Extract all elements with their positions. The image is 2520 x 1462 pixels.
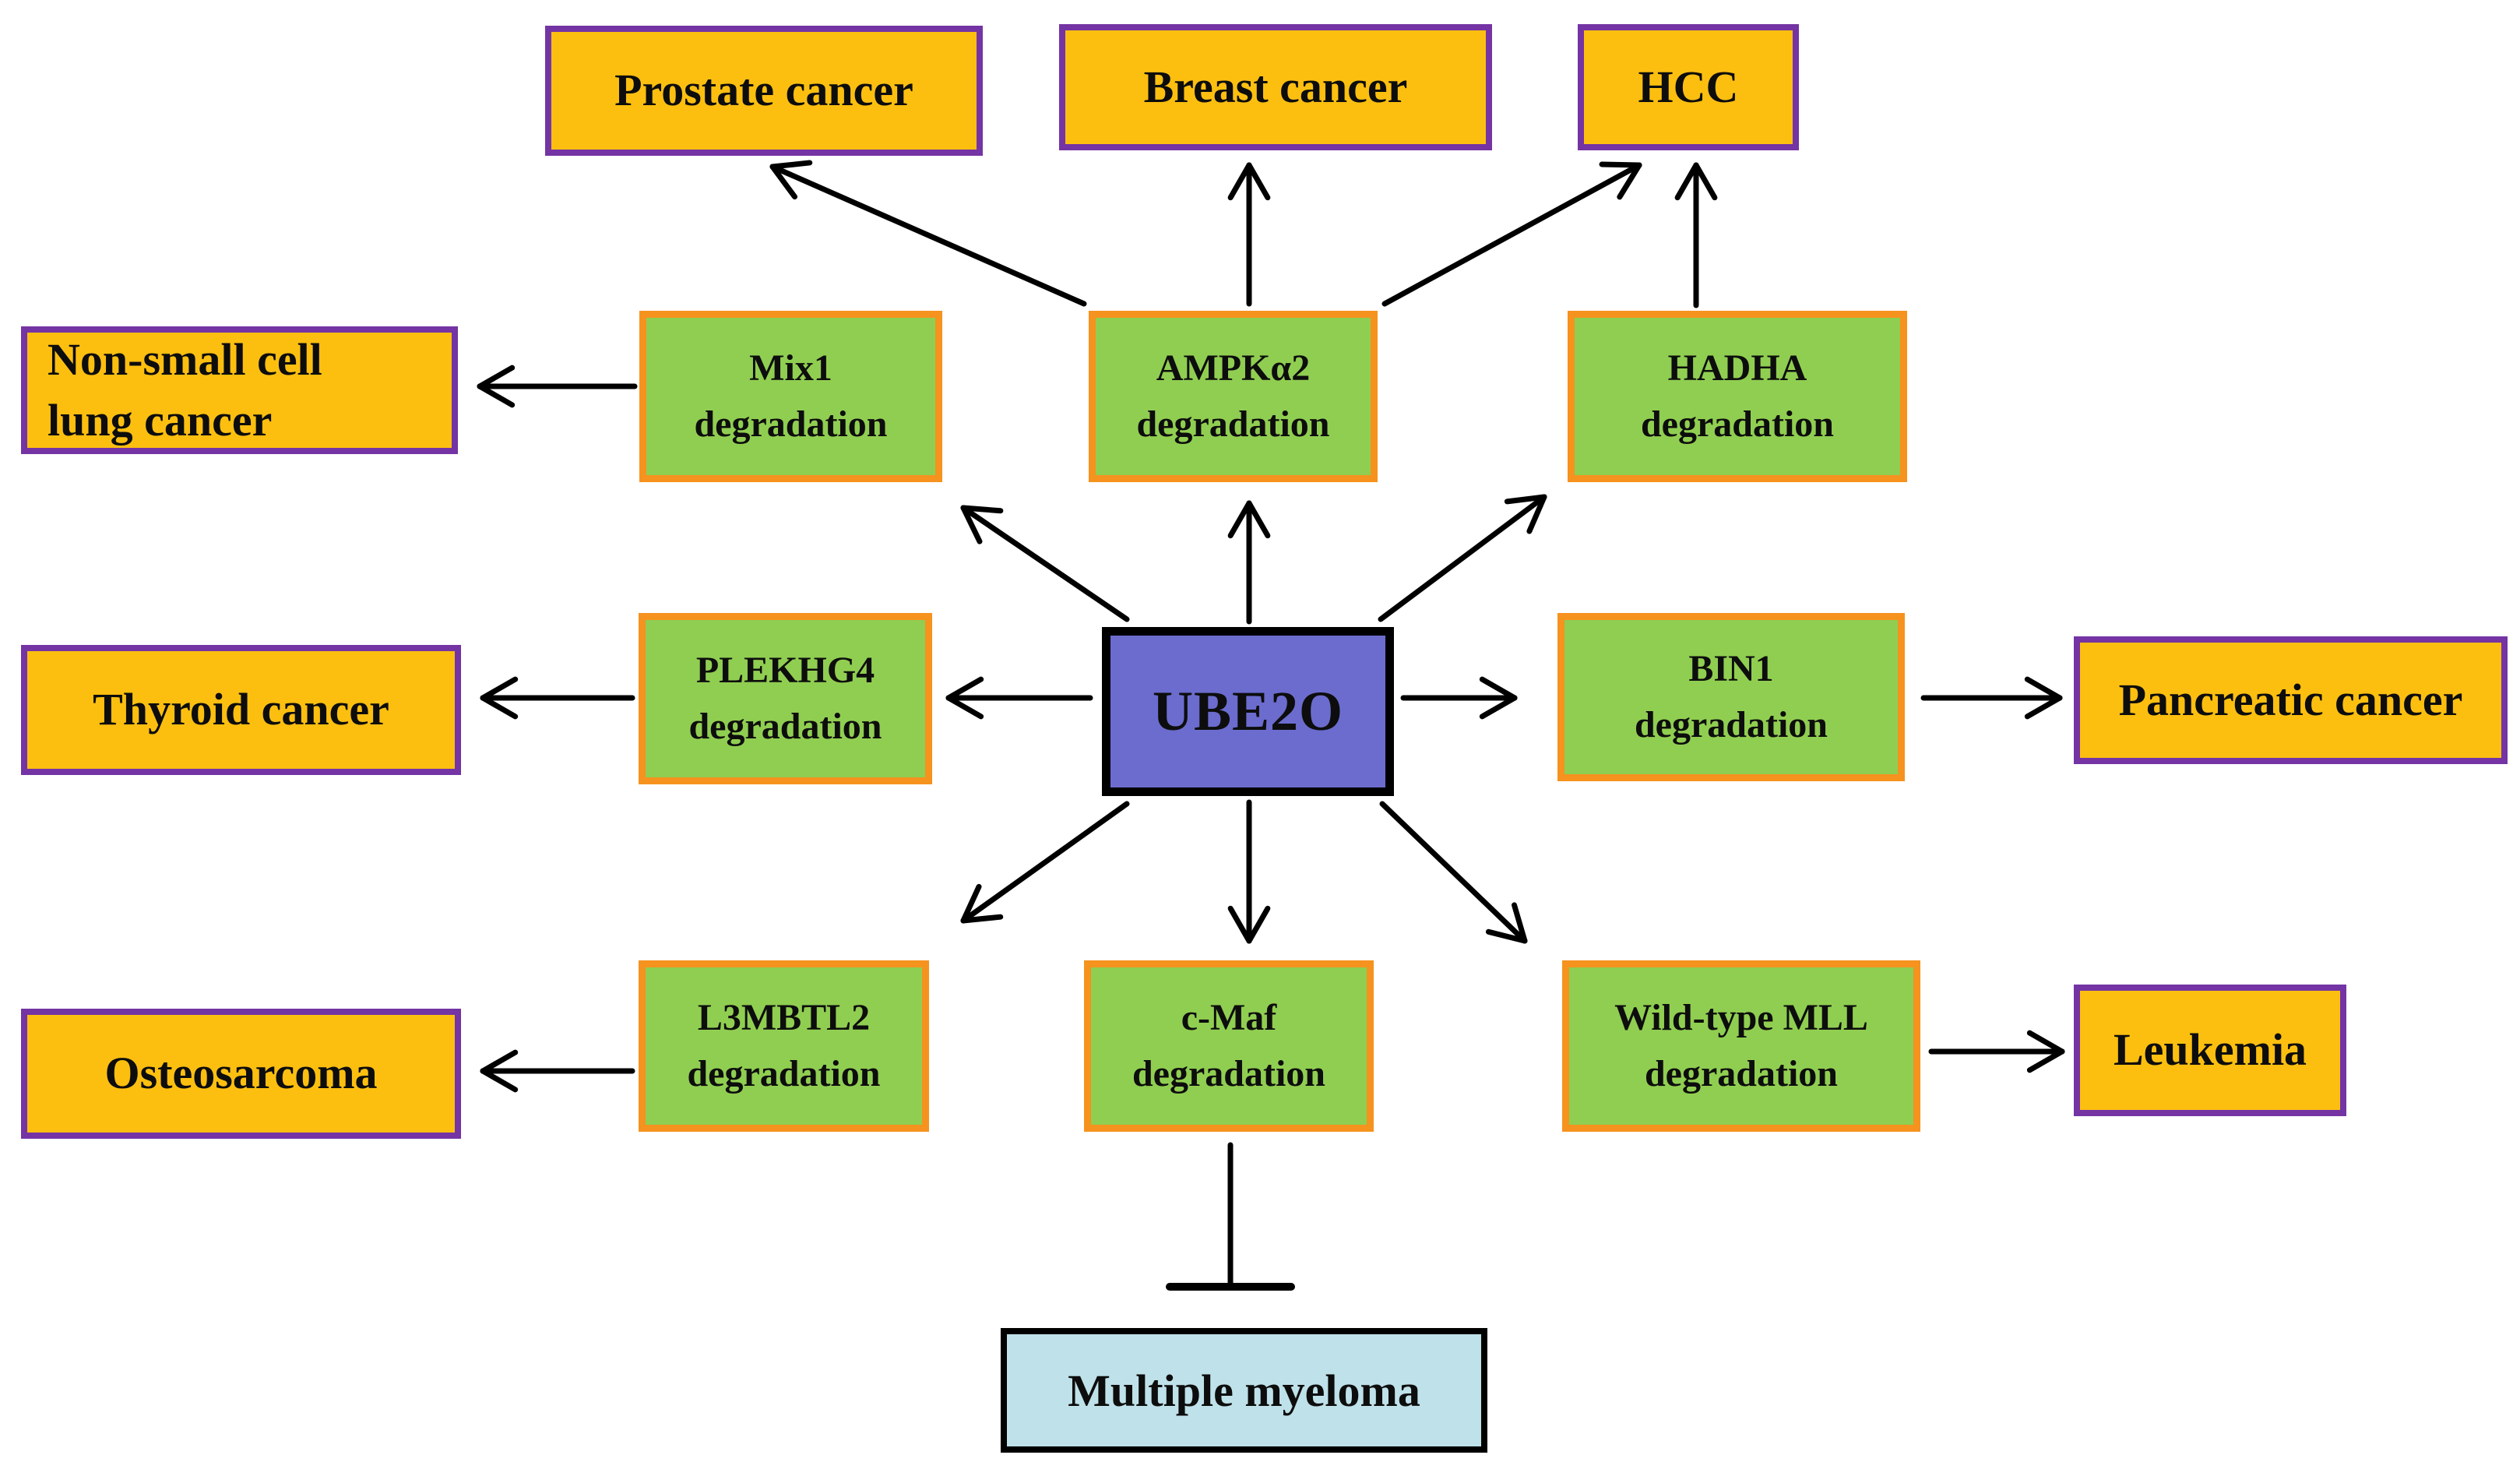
node-ampka2-label: degradation [1136,403,1330,445]
node-bin1: BIN1 degradation [1557,613,1905,781]
node-thyroid-label: Thyroid cancer [93,684,389,735]
node-cmaf-label: c-Maf [1181,997,1277,1038]
edge-ube2o-bin1-arrowhead [1479,676,1518,701]
node-l3mbtl2-label: L3MBTL2 [697,997,871,1038]
edge-ube2o-l3mbtl2-arrowhead [960,883,982,924]
edge-ube2o-ampka2-arrowhead [1227,500,1252,539]
node-mll: Wild-type MLL degradation [1562,960,1920,1132]
node-mix1: Mix1 degradation [639,311,942,482]
edge-ube2o-mll-line [1379,801,1528,944]
edge-ube2o-mix1-arrowhead [960,505,1004,514]
edge-ampka2-hcc-arrowhead [1617,162,1642,200]
node-nsclc: Non-small cell lung cancer [21,326,458,454]
node-pancreatic: Pancreatic cancer [2074,636,2508,764]
node-mm-label: Multiple myeloma [1068,1365,1420,1416]
edge-ube2o-hadha-arrowhead [1504,494,1547,505]
node-ampka2-label: AMPKα2 [1156,347,1311,389]
edge-hadha-hcc-arrowhead [1674,162,1699,201]
node-osteosarcoma-label: Osteosarcoma [104,1048,378,1099]
node-hcc: HCC [1578,24,1799,150]
node-pancreatic-label: Pancreatic cancer [2118,674,2463,725]
edge-ube2o-mix1-arrowhead [960,505,983,544]
node-thyroid: Thyroid cancer [21,645,461,775]
edge-ube2o-cmaf-arrowhead [1246,905,1271,944]
node-ampka2: AMPKα2 degradation [1089,311,1378,482]
node-mm: Multiple myeloma [1001,1328,1487,1453]
edge-ube2o-plekhg4-arrowhead [945,695,984,720]
edge-ampka2-hcc-arrowhead [1599,161,1642,168]
edge-mll-leukemia-arrowhead [2026,1030,2065,1055]
node-bin1-label: degradation [1634,704,1828,745]
node-mix1-label: degradation [694,403,888,445]
node-mix1-label: Mix1 [749,347,832,389]
edge-plekhg4-thyroid-arrowhead [480,676,519,701]
node-plekhg4: PLEKHG4 degradation [639,613,932,784]
edge-ube2o-mll-arrowhead [1485,928,1528,944]
edge-ube2o-l3mbtl2-arrowhead [960,914,1004,924]
edge-bin1-pancreatic-arrowhead [2024,676,2063,701]
edge-ube2o-ampka2-arrowhead [1246,500,1271,539]
node-leukemia: Leukemia [2074,985,2346,1116]
node-breast-label: Breast cancer [1143,61,1408,112]
node-ube2o-label: UBE2O [1152,680,1344,742]
edge-ampka2-prostate-line [769,164,1087,307]
node-ube2o: UBE2O [1102,627,1394,796]
node-mll-label: degradation [1644,1053,1838,1094]
node-prostate: Prostate cancer [545,26,983,156]
node-mll-label: Wild-type MLL [1614,997,1868,1038]
node-cmaf-label: degradation [1132,1053,1325,1094]
node-cmaf: c-Maf degradation [1084,960,1374,1132]
node-l3mbtl2: L3MBTL2 degradation [639,960,929,1132]
node-hadha: HADHA degradation [1568,311,1907,482]
edge-hadha-hcc-arrowhead [1693,162,1718,201]
edge-ube2o-bin1-arrowhead [1479,695,1518,720]
edge-ube2o-mll-arrowhead [1512,902,1528,944]
edge-ampka2-prostate-arrowhead [769,164,798,200]
node-nsclc-label: lung cancer [48,395,273,446]
edge-ube2o-hadha-line [1378,494,1547,622]
edge-ube2o-plekhg4-arrowhead [945,676,984,701]
edge-l3mbtl2-osteosarcoma-arrowhead [480,1068,519,1093]
node-leukemia-label: Leukemia [2113,1024,2307,1076]
node-prostate-label: Prostate cancer [614,65,913,116]
edge-ampka2-hcc-line [1381,162,1642,307]
edge-ampka2-breast-arrowhead [1227,162,1252,201]
edge-ube2o-mix1-line [960,505,1130,622]
node-breast: Breast cancer [1059,24,1492,150]
node-hadha-label: HADHA [1667,347,1807,389]
edge-ube2o-cmaf-arrowhead [1227,905,1252,944]
node-nsclc-label: Non-small cell [48,333,322,385]
node-plekhg4-label: PLEKHG4 [695,650,875,691]
edge-bin1-pancreatic-arrowhead [2024,695,2063,720]
node-plekhg4-label: degradation [688,706,882,747]
edge-l3mbtl2-osteosarcoma-arrowhead [480,1049,519,1074]
edge-ampka2-prostate-arrowhead [769,160,813,170]
node-hcc-label: HCC [1638,61,1739,112]
edge-mll-leukemia-arrowhead [2026,1048,2065,1073]
node-bin1-label: BIN1 [1688,648,1774,689]
node-l3mbtl2-label: degradation [687,1053,881,1094]
edge-ube2o-l3mbtl2-line [960,801,1130,924]
edge-mix1-nsclc-arrowhead [477,365,516,389]
edge-plekhg4-thyroid-arrowhead [480,695,519,720]
edge-ampka2-breast-arrowhead [1246,162,1271,201]
node-hadha-label: degradation [1640,403,1834,445]
edge-mix1-nsclc-arrowhead [477,383,516,408]
node-osteosarcoma: Osteosarcoma [21,1009,461,1139]
edge-ube2o-hadha-arrowhead [1526,494,1547,534]
